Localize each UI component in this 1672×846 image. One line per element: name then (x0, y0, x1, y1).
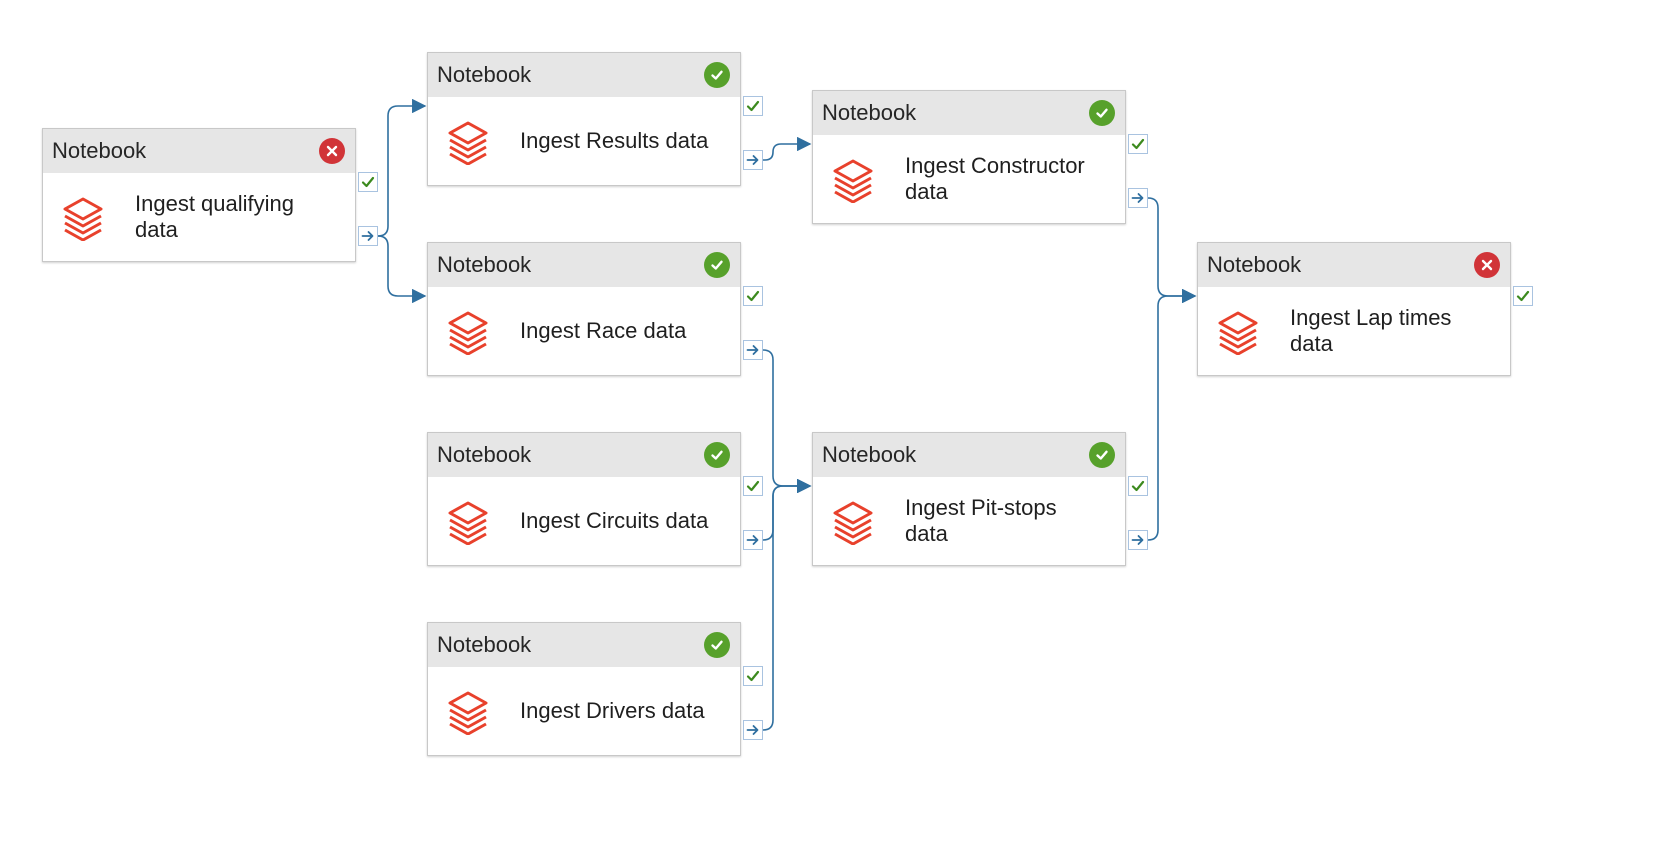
activity-name: Ingest Results data (520, 128, 709, 153)
success-check-icon[interactable] (704, 632, 730, 658)
activity-header: Notebook (43, 129, 355, 173)
activity-name: Ingest qualifying data (135, 191, 294, 242)
databricks-notebook-icon (1218, 311, 1258, 355)
arrow-right-icon (746, 155, 759, 165)
activity-body: Ingest Pit-stops data (813, 477, 1125, 565)
activity-name: Ingest Constructor data (905, 153, 1085, 204)
connector-n7-to-n8[interactable] (1147, 288, 1197, 541)
checkmark-icon (361, 176, 375, 188)
activity-header: Notebook (428, 243, 740, 287)
arrow-right-icon (746, 535, 759, 545)
connector-n6-to-n8[interactable] (1147, 197, 1197, 304)
connector-n4-to-n7[interactable] (762, 478, 812, 541)
on-completion-port-n3[interactable] (743, 340, 763, 360)
checkmark-icon (746, 100, 760, 112)
activity-header: Notebook (428, 623, 740, 667)
activity-name: Ingest Drivers data (520, 698, 705, 723)
checkmark-icon (746, 670, 760, 682)
activity-name: Ingest Pit-stops data (905, 495, 1057, 546)
arrow-right-icon (361, 231, 374, 241)
arrow-right-icon (1131, 535, 1144, 545)
error-icon[interactable] (319, 138, 345, 164)
success-check-icon[interactable] (704, 442, 730, 468)
connector-n1-to-n2[interactable] (377, 98, 427, 237)
on-success-port-n5[interactable] (743, 666, 763, 686)
activity-node-n5[interactable]: Notebook Ingest Drivers data (427, 622, 741, 756)
activity-type: Notebook (1207, 252, 1302, 277)
on-completion-port-n4[interactable] (743, 530, 763, 550)
checkmark-icon (1131, 138, 1145, 150)
on-success-port-n4[interactable] (743, 476, 763, 496)
on-completion-port-n7[interactable] (1128, 530, 1148, 550)
activity-body: Ingest Drivers data (428, 667, 740, 755)
activity-type: Notebook (437, 442, 532, 467)
databricks-notebook-icon (448, 501, 488, 545)
success-check-icon[interactable] (1089, 442, 1115, 468)
checkmark-icon (1131, 480, 1145, 492)
checkmark-icon (746, 290, 760, 302)
on-success-port-n3[interactable] (743, 286, 763, 306)
arrow-right-icon (1131, 193, 1144, 203)
activity-type: Notebook (822, 100, 917, 125)
databricks-notebook-icon (448, 691, 488, 735)
databricks-notebook-icon (448, 121, 488, 165)
activity-name: Ingest Lap times data (1290, 305, 1452, 356)
error-icon[interactable] (1474, 252, 1500, 278)
checkmark-icon (1516, 290, 1530, 302)
activity-name: Ingest Circuits data (520, 508, 709, 533)
activity-node-n7[interactable]: Notebook Ingest Pit-stops data (812, 432, 1126, 566)
activity-node-n4[interactable]: Notebook Ingest Circuits data (427, 432, 741, 566)
activity-header: Notebook (428, 433, 740, 477)
activity-body: Ingest Circuits data (428, 477, 740, 565)
activity-type: Notebook (437, 62, 532, 87)
connector-n1-to-n3[interactable] (377, 235, 427, 304)
on-success-port-n8[interactable] (1513, 286, 1533, 306)
activity-node-n6[interactable]: Notebook Ingest Constructor data (812, 90, 1126, 224)
activity-type: Notebook (822, 442, 917, 467)
activity-type: Notebook (437, 632, 532, 657)
on-success-port-n6[interactable] (1128, 134, 1148, 154)
on-success-port-n2[interactable] (743, 96, 763, 116)
arrow-right-icon (746, 725, 759, 735)
checkmark-icon (746, 480, 760, 492)
activity-node-n2[interactable]: Notebook Ingest Results data (427, 52, 741, 186)
activity-name: Ingest Race data (520, 318, 687, 343)
on-success-port-n7[interactable] (1128, 476, 1148, 496)
activity-type: Notebook (52, 138, 147, 163)
activity-header: Notebook (813, 433, 1125, 477)
databricks-notebook-icon (833, 501, 873, 545)
activity-header: Notebook (1198, 243, 1510, 287)
activity-node-n3[interactable]: Notebook Ingest Race data (427, 242, 741, 376)
success-check-icon[interactable] (1089, 100, 1115, 126)
connector-n3-to-n7[interactable] (762, 349, 812, 494)
on-success-port-n1[interactable] (358, 172, 378, 192)
connector-n2-to-n6[interactable] (763, 136, 812, 161)
success-check-icon[interactable] (704, 252, 730, 278)
activity-body: Ingest Lap times data (1198, 287, 1510, 375)
databricks-notebook-icon (448, 311, 488, 355)
activity-body: Ingest qualifying data (43, 173, 355, 261)
on-completion-port-n2[interactable] (743, 150, 763, 170)
on-completion-port-n1[interactable] (358, 226, 378, 246)
databricks-notebook-icon (63, 197, 103, 241)
activity-header: Notebook (813, 91, 1125, 135)
activity-body: Ingest Constructor data (813, 135, 1125, 223)
arrow-right-icon (746, 345, 759, 355)
databricks-notebook-icon (833, 159, 873, 203)
success-check-icon[interactable] (704, 62, 730, 88)
activity-body: Ingest Results data (428, 97, 740, 185)
activity-node-n1[interactable]: Notebook Ingest qualifying data (42, 128, 356, 262)
on-completion-port-n6[interactable] (1128, 188, 1148, 208)
activity-body: Ingest Race data (428, 287, 740, 375)
activity-header: Notebook (428, 53, 740, 97)
connector-n5-to-n7[interactable] (762, 478, 812, 731)
activity-node-n8[interactable]: Notebook Ingest Lap times data (1197, 242, 1511, 376)
on-completion-port-n5[interactable] (743, 720, 763, 740)
activity-type: Notebook (437, 252, 532, 277)
